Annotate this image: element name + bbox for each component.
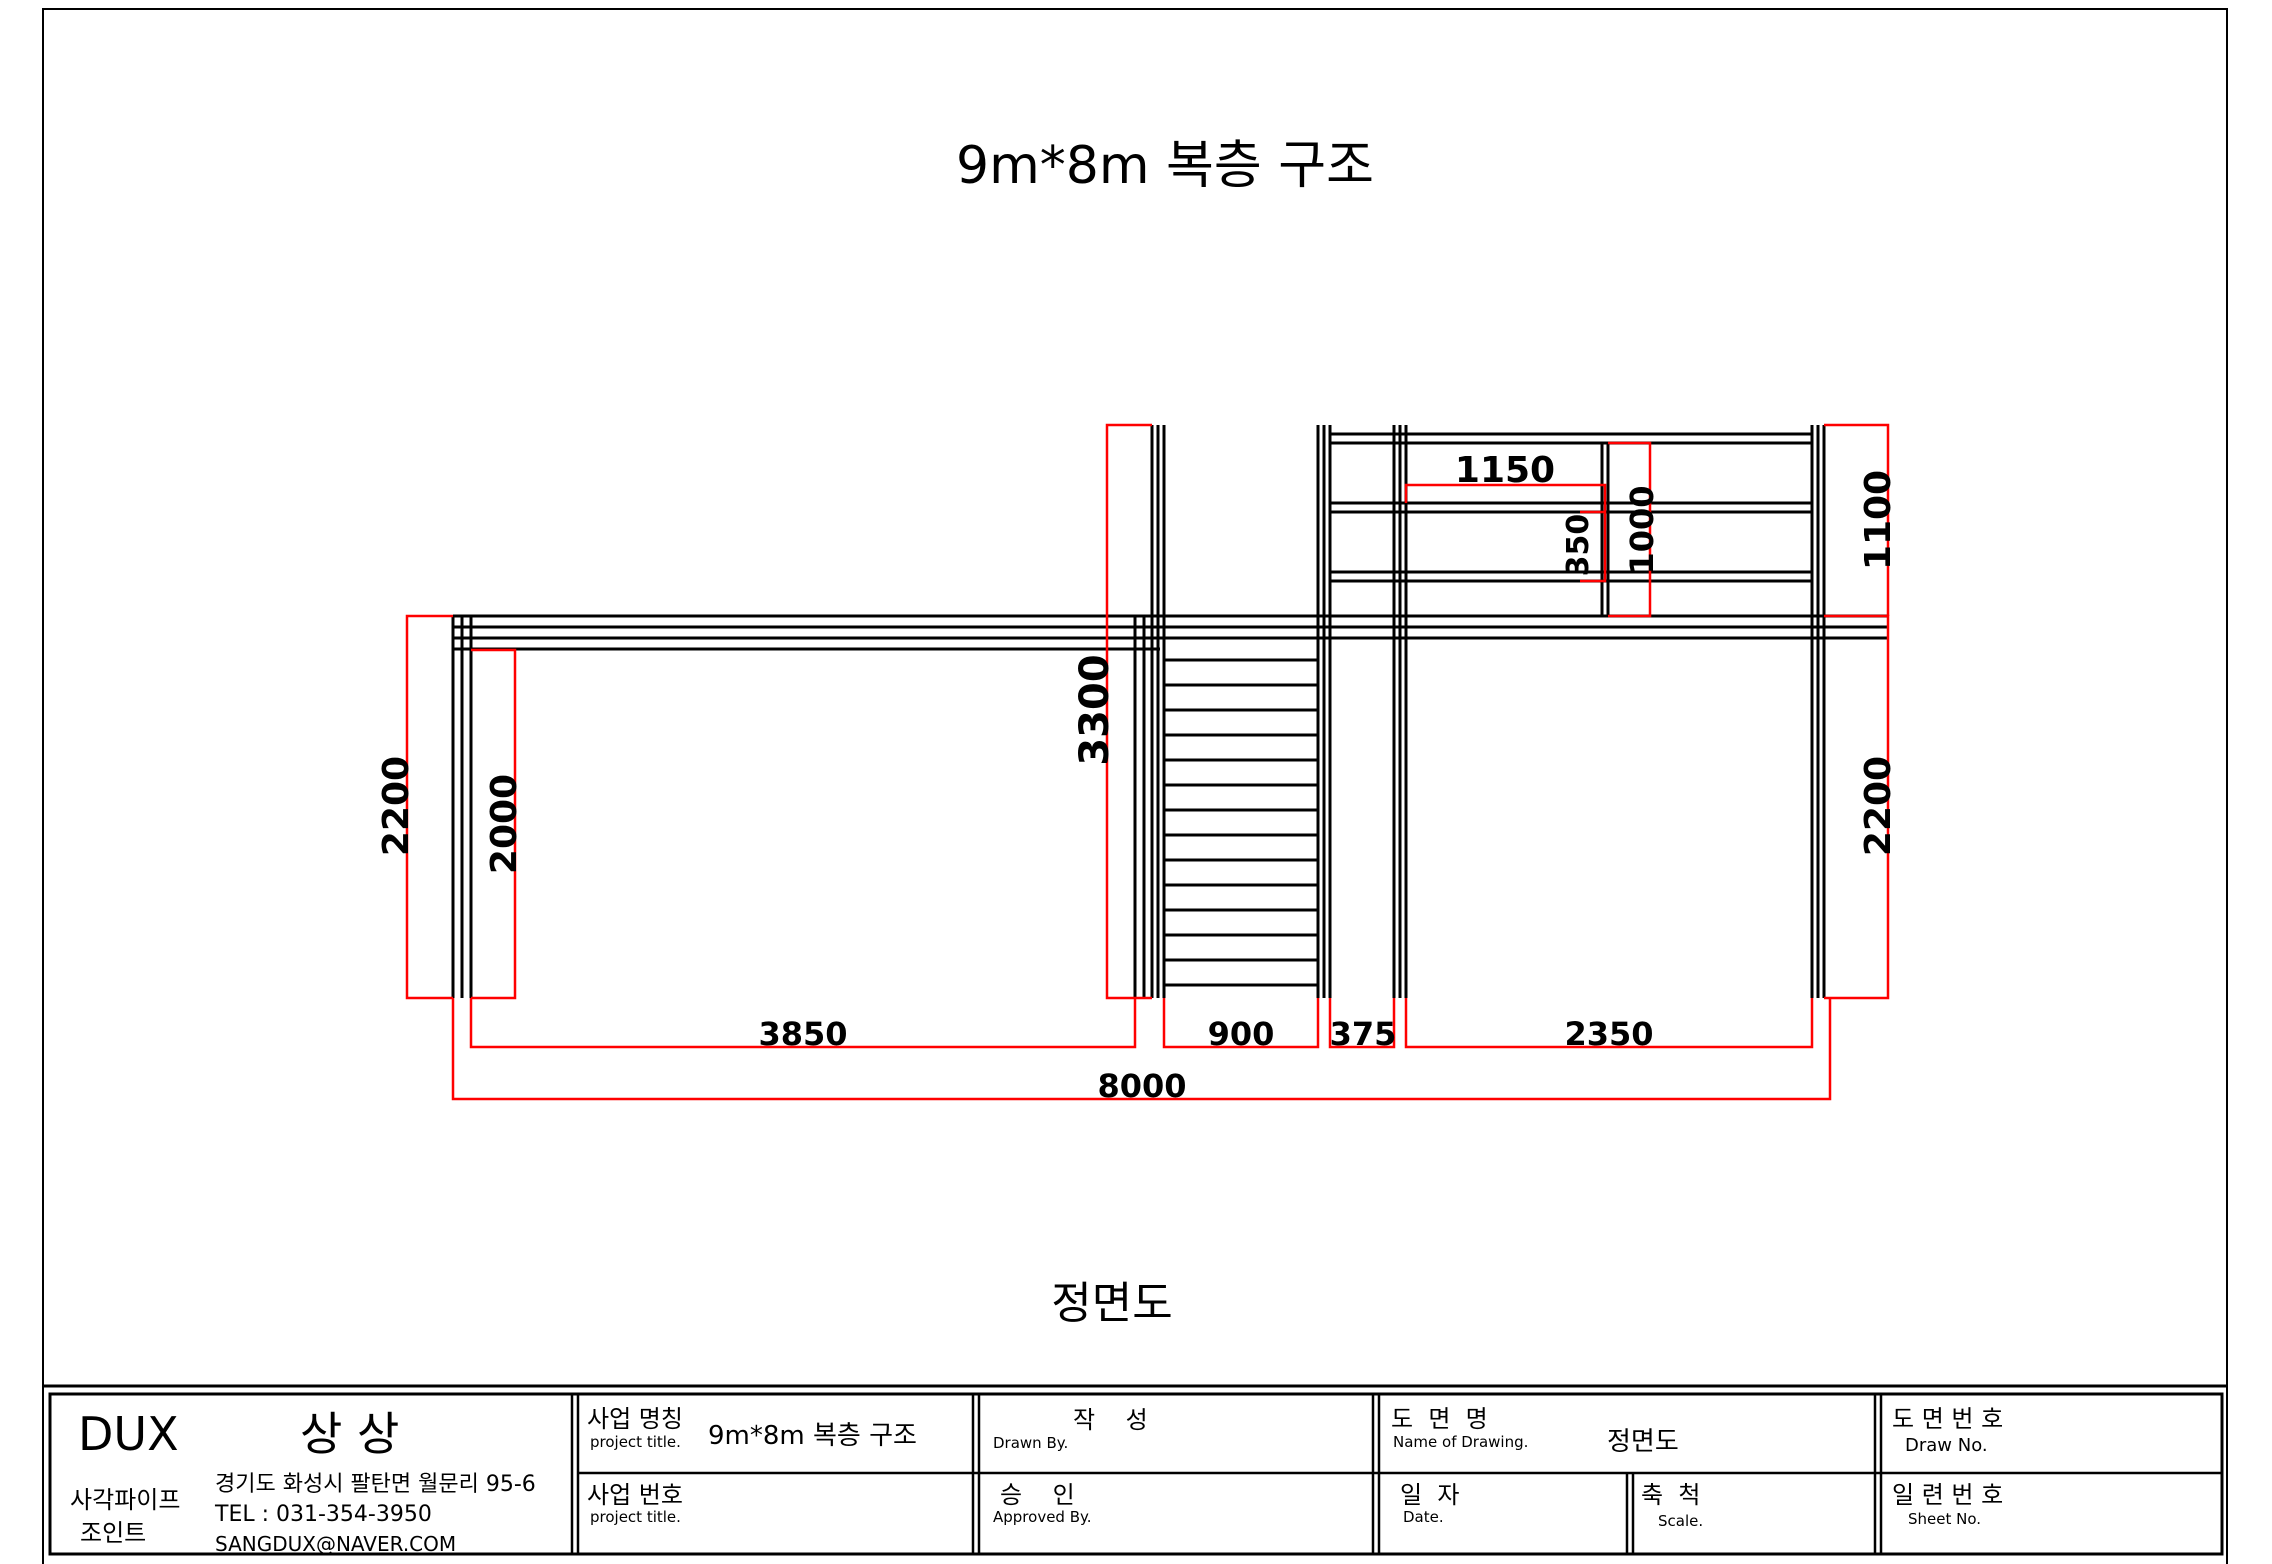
dim-2350: 2350 xyxy=(1564,1015,1653,1053)
approved-sub: Approved By. xyxy=(993,1508,1092,1526)
company-info: DUX 상 상 사각파이프 조인트 경기도 화성시 팔탄면 월문리 95-6 T… xyxy=(70,1407,536,1556)
sheet-no-sub: Sheet No. xyxy=(1908,1510,1981,1528)
dim-3300: 3300 xyxy=(1072,654,1118,765)
project-no-sub: project title. xyxy=(590,1508,681,1526)
company-tel: TEL : 031-354-3950 xyxy=(214,1502,432,1527)
drawing-name-value: 정면도 xyxy=(1607,1427,1679,1457)
scale-sub: Scale. xyxy=(1658,1512,1703,1530)
draw-no-sub: Draw No. xyxy=(1905,1435,1988,1456)
dim-8000: 8000 xyxy=(1097,1067,1186,1105)
company-brand: DUX xyxy=(78,1407,179,1461)
dim-900: 900 xyxy=(1208,1015,1275,1053)
dim-2200-right: 2200 xyxy=(1858,756,1899,856)
dim-1150: 1150 xyxy=(1455,450,1555,491)
scale-label: 축 척 xyxy=(1641,1481,1700,1509)
project-no-label: 사업 번호 xyxy=(587,1481,683,1509)
project-name-label: 사업 명칭 xyxy=(587,1405,683,1433)
dim-350: 350 xyxy=(1561,514,1596,577)
company-name: 상 상 xyxy=(300,1407,399,1461)
drawing-frame xyxy=(42,8,2228,1564)
dim-1100: 1100 xyxy=(1858,470,1899,570)
draw-no-label: 도 면 번 호 xyxy=(1892,1405,2003,1433)
company-email: SANGDUX@NAVER.COM xyxy=(215,1532,456,1556)
date-sub: Date. xyxy=(1403,1508,1444,1526)
project-name-sub: project title. xyxy=(590,1433,681,1451)
drawn-by-label: 작 성 xyxy=(1073,1406,1148,1434)
dim-3850: 3850 xyxy=(758,1015,847,1053)
drawing-name-sub: Name of Drawing. xyxy=(1393,1433,1528,1451)
drawing-title: 9m*8m 복층 구조 xyxy=(956,136,1374,196)
drawing-name-label: 도 면 명 xyxy=(1391,1405,1488,1433)
company-address: 경기도 화성시 팔탄면 월문리 95-6 xyxy=(215,1472,536,1497)
project-name-value: 9m*8m 복층 구조 xyxy=(708,1421,917,1451)
dim-375: 375 xyxy=(1330,1015,1397,1053)
date-label: 일 자 xyxy=(1400,1481,1459,1509)
dimension-lines xyxy=(405,423,1890,1101)
view-label: 정면도 xyxy=(1051,1278,1172,1329)
company-product-line2: 조인트 xyxy=(80,1519,146,1547)
dimension-labels: 1150 350 1000 1100 3300 2200 2000 2200 3… xyxy=(376,450,1899,1105)
structure xyxy=(451,425,1888,998)
sheet-no-label: 일 련 번 호 xyxy=(1892,1481,2003,1509)
title-block xyxy=(42,1384,2228,1556)
dim-1000: 1000 xyxy=(1623,485,1661,574)
approved-label: 승 인 xyxy=(1000,1481,1075,1509)
dim-2200-left: 2200 xyxy=(376,756,417,856)
drawn-by-sub: Drawn By. xyxy=(993,1434,1068,1452)
dim-2000: 2000 xyxy=(484,774,525,874)
company-product-line1: 사각파이프 xyxy=(70,1486,180,1514)
